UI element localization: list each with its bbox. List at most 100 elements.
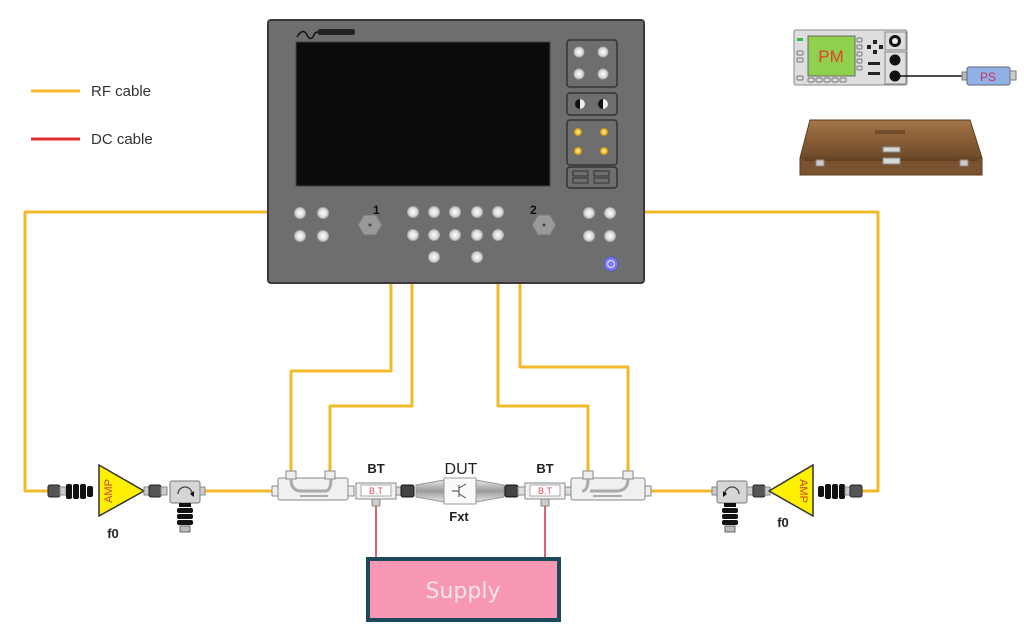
baseband-port[interactable] xyxy=(574,128,582,136)
port-1-label: 1 xyxy=(373,203,380,217)
rf-cable-right-coupler-a xyxy=(496,236,590,476)
right-amplifier: AMP f0 xyxy=(767,463,814,530)
dc-supply: Supply xyxy=(366,557,561,622)
receiver-port[interactable] xyxy=(407,229,419,241)
brand-logo-text xyxy=(318,29,355,35)
dut-fixture: DUT Fxt xyxy=(415,461,505,524)
left-signal-chain: AMP f0 xyxy=(47,463,206,541)
usb-port[interactable] xyxy=(593,177,610,184)
legend-label-rf: RF cable xyxy=(91,83,151,100)
left-amplifier: AMP f0 xyxy=(98,463,146,541)
middle-connector-group xyxy=(407,206,504,263)
connector-adapter-icon xyxy=(504,484,519,498)
connector-port[interactable] xyxy=(471,251,483,263)
usb-port[interactable] xyxy=(593,170,610,177)
connector-port[interactable] xyxy=(583,207,595,219)
probe-port-half xyxy=(603,99,608,109)
power-meter-label: PM xyxy=(818,47,844,66)
sensor-input-port[interactable] xyxy=(889,70,901,82)
receiver-port[interactable] xyxy=(449,229,461,241)
coupler-port[interactable] xyxy=(407,206,419,218)
rf-port[interactable] xyxy=(604,207,616,219)
port-2-label: 2 xyxy=(530,203,537,217)
right-bias-tee-title: BT xyxy=(536,461,553,476)
power-sensor: PS xyxy=(961,66,1017,86)
dc-cables xyxy=(375,505,546,560)
connector-port[interactable] xyxy=(604,230,616,242)
dc-port[interactable] xyxy=(573,68,585,80)
rf-source-port[interactable] xyxy=(294,207,306,219)
coupler-port[interactable] xyxy=(492,206,504,218)
connector-adapter-icon xyxy=(400,484,415,498)
usb-port-group xyxy=(566,166,618,189)
power-meter-led xyxy=(797,38,803,41)
transistor-icon xyxy=(452,483,467,499)
power-button[interactable] xyxy=(603,256,619,272)
baseband-port[interactable] xyxy=(600,147,608,155)
probe-port-group xyxy=(566,92,618,116)
connector-port[interactable] xyxy=(583,230,595,242)
left-isolator xyxy=(169,480,206,533)
dc-port[interactable] xyxy=(597,68,609,80)
power-sensor-label: PS xyxy=(980,70,996,84)
receiver-port[interactable] xyxy=(471,229,483,241)
rf-cable-left-outer xyxy=(23,210,300,493)
navigation-pad-icon xyxy=(867,40,883,75)
baseband-port-group xyxy=(566,119,618,166)
usb-port[interactable] xyxy=(572,177,589,184)
right-isolator xyxy=(711,480,754,533)
termination-load-icon xyxy=(722,503,738,533)
connector-adapter-icon xyxy=(47,484,67,498)
coupler-port[interactable] xyxy=(449,206,461,218)
cable-ferrite-icon xyxy=(818,484,845,499)
connector-adapter-icon xyxy=(752,484,771,498)
connector-port[interactable] xyxy=(428,251,440,263)
probe-port-half xyxy=(580,99,585,109)
right-bias-tee: BT B.T xyxy=(504,461,572,507)
analyzer-screen xyxy=(295,41,551,187)
left-bias-tee-title: BT xyxy=(367,461,384,476)
connector-port[interactable] xyxy=(294,230,306,242)
legend-label-dc: DC cable xyxy=(91,131,153,148)
dc-port-group xyxy=(566,39,618,88)
connector-adapter-icon xyxy=(143,484,168,498)
legend-item-rf: RF cable xyxy=(31,83,151,100)
power-meter-display xyxy=(807,35,856,77)
receiver-port[interactable] xyxy=(428,229,440,241)
dc-port[interactable] xyxy=(573,46,585,58)
test-port-1[interactable]: 1 xyxy=(357,203,383,236)
coupler-port[interactable] xyxy=(471,206,483,218)
baseband-port[interactable] xyxy=(574,147,582,155)
sensor-input-port[interactable] xyxy=(889,54,901,66)
brand-logo-icon xyxy=(296,30,321,40)
side-panel xyxy=(566,39,618,189)
cable-ferrite-icon xyxy=(66,484,93,499)
softkeys xyxy=(807,37,863,83)
baseband-port[interactable] xyxy=(600,128,608,136)
receiver-port[interactable] xyxy=(492,229,504,241)
rf-cable-right-outer xyxy=(610,210,880,493)
dc-port[interactable] xyxy=(597,46,609,58)
left-connector-group xyxy=(294,207,329,242)
connector-port[interactable] xyxy=(317,207,329,219)
usb-port[interactable] xyxy=(572,170,589,177)
supply-box xyxy=(366,557,561,622)
test-port-2[interactable]: 2 xyxy=(530,203,557,236)
coupler-port[interactable] xyxy=(428,206,440,218)
connector-adapter-icon xyxy=(844,484,863,498)
dut-title: DUT xyxy=(445,461,478,478)
left-amp-label: AMP xyxy=(103,479,115,503)
right-connector-group xyxy=(583,207,616,242)
legend-item-dc: DC cable xyxy=(31,131,153,148)
power-meter: PM xyxy=(793,29,1017,86)
left-bias-tee-body-label: B.T xyxy=(369,486,384,496)
connector-port[interactable] xyxy=(317,230,329,242)
fixture-label: Fxt xyxy=(449,509,469,524)
calibration-kit-case xyxy=(799,119,983,176)
supply-label: Supply xyxy=(426,579,501,604)
left-amp-freq-label: f0 xyxy=(107,526,119,541)
left-bias-tee: BT B.T xyxy=(355,461,415,507)
network-analyzer: 1 2 xyxy=(267,19,645,284)
termination-load-icon xyxy=(177,503,193,533)
